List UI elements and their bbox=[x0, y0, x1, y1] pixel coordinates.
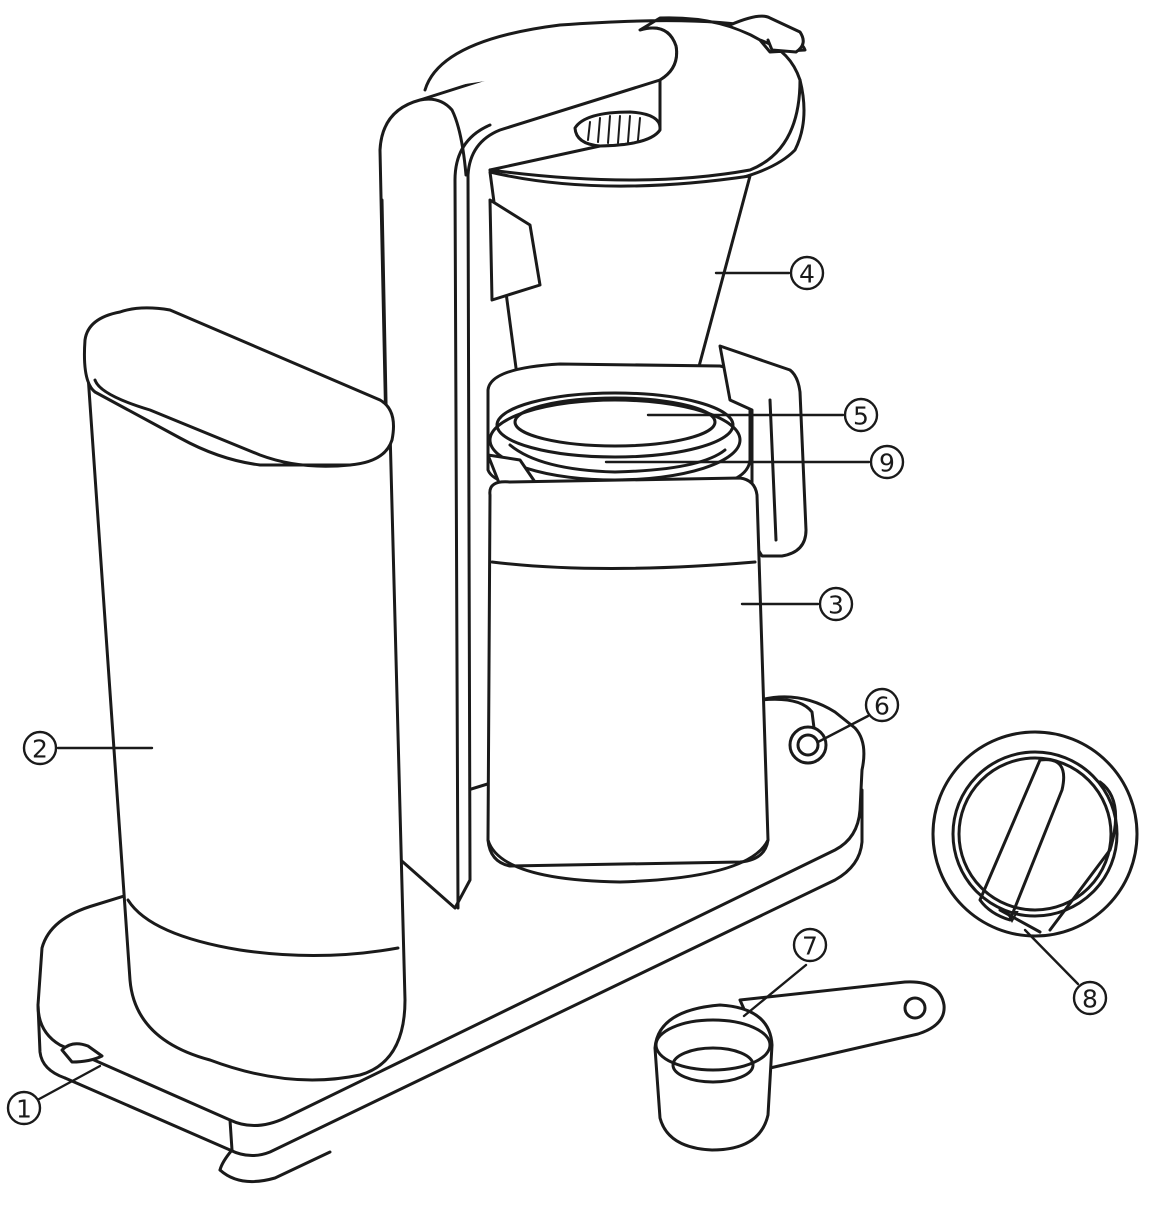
callout-8-label: 8 bbox=[1082, 985, 1098, 1014]
callout-2: 2 bbox=[22, 730, 58, 766]
callout-3: 3 bbox=[818, 586, 854, 622]
callout-9-label: 9 bbox=[879, 449, 895, 478]
callout-9: 9 bbox=[869, 444, 905, 480]
power-button bbox=[788, 725, 828, 765]
callout-7: 7 bbox=[792, 927, 828, 963]
callout-2-label: 2 bbox=[32, 735, 48, 764]
filter-basket bbox=[423, 14, 807, 432]
callout-5-label: 5 bbox=[853, 402, 869, 431]
callout-7-label: 7 bbox=[802, 932, 818, 961]
water-tank bbox=[83, 306, 407, 1082]
leader-7 bbox=[742, 963, 808, 1018]
callout-8: 8 bbox=[1072, 980, 1108, 1016]
leader-8 bbox=[1023, 928, 1080, 986]
leader-lines bbox=[28, 271, 1080, 1106]
strength-dial bbox=[931, 730, 1139, 938]
callout-4-label: 4 bbox=[799, 260, 815, 289]
leader-1 bbox=[28, 1064, 102, 1106]
callout-1: 1 bbox=[6, 1090, 42, 1126]
callout-3-label: 3 bbox=[828, 591, 844, 620]
leader-6 bbox=[816, 714, 870, 744]
callout-1-label: 1 bbox=[16, 1095, 32, 1124]
callout-4: 4 bbox=[789, 255, 825, 291]
carafe bbox=[486, 344, 808, 884]
callout-5: 5 bbox=[843, 397, 879, 433]
measuring-spoon bbox=[653, 980, 946, 1152]
callout-6: 6 bbox=[864, 687, 900, 723]
callout-6-label: 6 bbox=[874, 692, 890, 721]
